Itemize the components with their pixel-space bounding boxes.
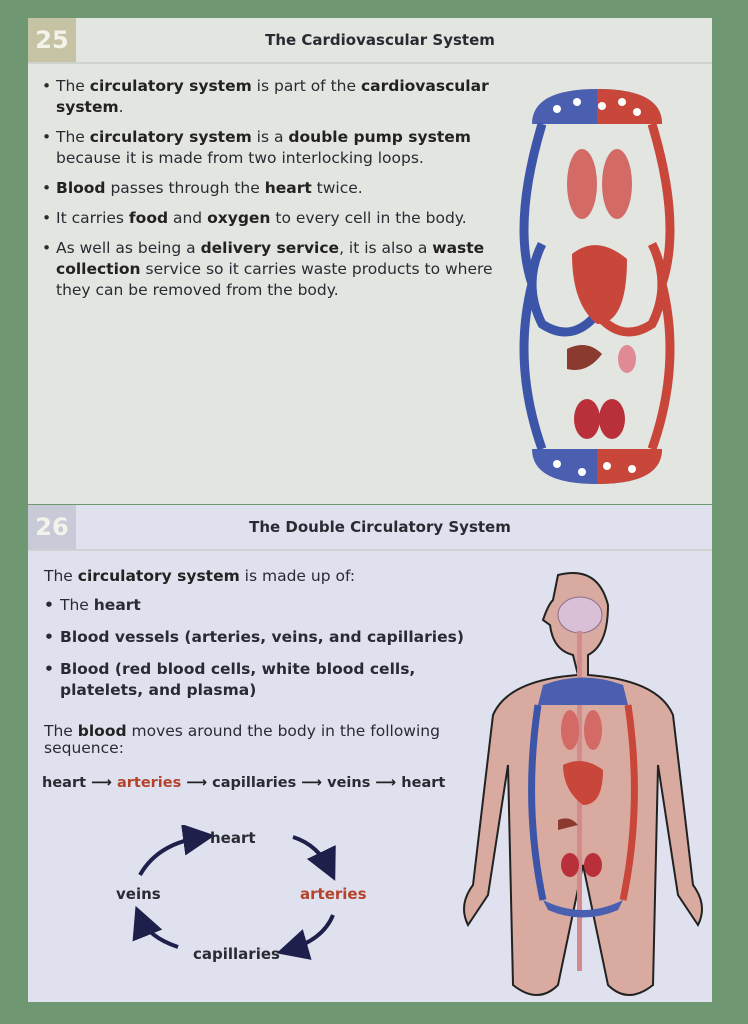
cycle-capillaries: capillaries <box>193 945 280 963</box>
list-item: As well as being a delivery service, it … <box>42 238 512 301</box>
sequence-step: capillaries <box>212 775 297 791</box>
sequence-step: arteries <box>116 775 182 791</box>
sequence-step: veins <box>327 775 371 791</box>
list-item: Blood (red blood cells, white blood cell… <box>44 659 474 701</box>
list-item: The heart <box>44 595 474 616</box>
list-item: Blood vessels (arteries, veins, and capi… <box>44 627 474 648</box>
section-26-card: 26 The Double Circulatory System The cir… <box>28 505 712 1002</box>
section-header: 25 The Cardiovascular System <box>28 18 712 64</box>
arrow-icon: ⟶ <box>186 775 208 791</box>
section-number: 26 <box>28 505 76 549</box>
bold-text: delivery service <box>200 239 340 257</box>
text: is a <box>251 128 289 146</box>
list-item: Blood passes through the heart twice. <box>42 178 512 199</box>
blood-sequence: heart ⟶ arteries ⟶ capillaries ⟶ veins ⟶… <box>42 775 445 791</box>
section-header: 26 The Double Circulatory System <box>28 505 712 551</box>
arrow-icon: ⟶ <box>375 775 397 791</box>
bold-text: food <box>128 209 169 227</box>
bold-text: circulatory system <box>77 567 240 585</box>
text: , it is also a <box>339 239 433 257</box>
text: The <box>44 567 78 585</box>
bold-text: waste collection <box>56 239 485 278</box>
cycle-heart: heart <box>210 829 256 847</box>
list-item: The circulatory system is part of the ca… <box>42 76 512 118</box>
circulatory-loop-diagram <box>519 89 675 484</box>
section-25-card: 25 The Cardiovascular System The circula… <box>28 18 712 504</box>
text: It carries <box>56 209 129 227</box>
cycle-arteries: arteries <box>300 885 367 903</box>
text: The <box>56 77 90 95</box>
sequence-intro: The blood moves around the body in the f… <box>44 723 444 757</box>
list-item: It carries food and oxygen to every cell… <box>42 208 512 229</box>
bold-text: circulatory system <box>89 77 252 95</box>
cycle-arrows <box>132 825 336 960</box>
text: is part of the <box>251 77 361 95</box>
text: As well as being a <box>56 239 201 257</box>
cycle-veins: veins <box>116 885 161 903</box>
bold-text: Blood (red blood cells, white blood cell… <box>60 660 416 699</box>
text: to every cell in the body. <box>270 209 467 227</box>
bold-text: circulatory system <box>89 128 252 146</box>
bold-text: heart <box>93 596 141 614</box>
sequence-step: heart <box>401 775 446 791</box>
arrow-icon: ⟶ <box>91 775 112 791</box>
section-number: 25 <box>28 18 76 62</box>
text: because it is made from two interlocking… <box>56 149 424 167</box>
text: is made up of: <box>239 567 356 585</box>
bullet-list: The circulatory system is part of the ca… <box>42 76 512 310</box>
text: The <box>44 722 78 740</box>
section-title: The Cardiovascular System <box>265 31 495 49</box>
text: . <box>118 98 124 116</box>
text: The <box>56 128 90 146</box>
text: moves around the body in the following s… <box>44 722 440 757</box>
bold-text: blood <box>77 722 127 740</box>
bold-text: oxygen <box>207 209 271 227</box>
section-title: The Double Circulatory System <box>249 518 511 536</box>
bold-text: double pump system <box>288 128 471 146</box>
text: and <box>168 209 208 227</box>
bold-text: cardiovascular system <box>56 77 489 116</box>
human-body-diagram <box>463 572 703 996</box>
text: passes through the <box>105 179 265 197</box>
intro-text: The circulatory system is made up of: <box>44 567 355 585</box>
bold-text: Blood vessels (arteries, veins, and capi… <box>60 628 464 646</box>
bold-text: Blood <box>56 179 106 197</box>
list-item: The circulatory system is a double pump … <box>42 127 512 169</box>
sequence-step: heart <box>42 775 87 791</box>
text: The <box>60 596 94 614</box>
text: service so it carries waste products to … <box>56 260 493 299</box>
bold-text: heart <box>264 179 312 197</box>
component-list: The heart Blood vessels (arteries, veins… <box>44 595 474 712</box>
text: twice. <box>311 179 363 197</box>
arrow-icon: ⟶ <box>301 775 323 791</box>
